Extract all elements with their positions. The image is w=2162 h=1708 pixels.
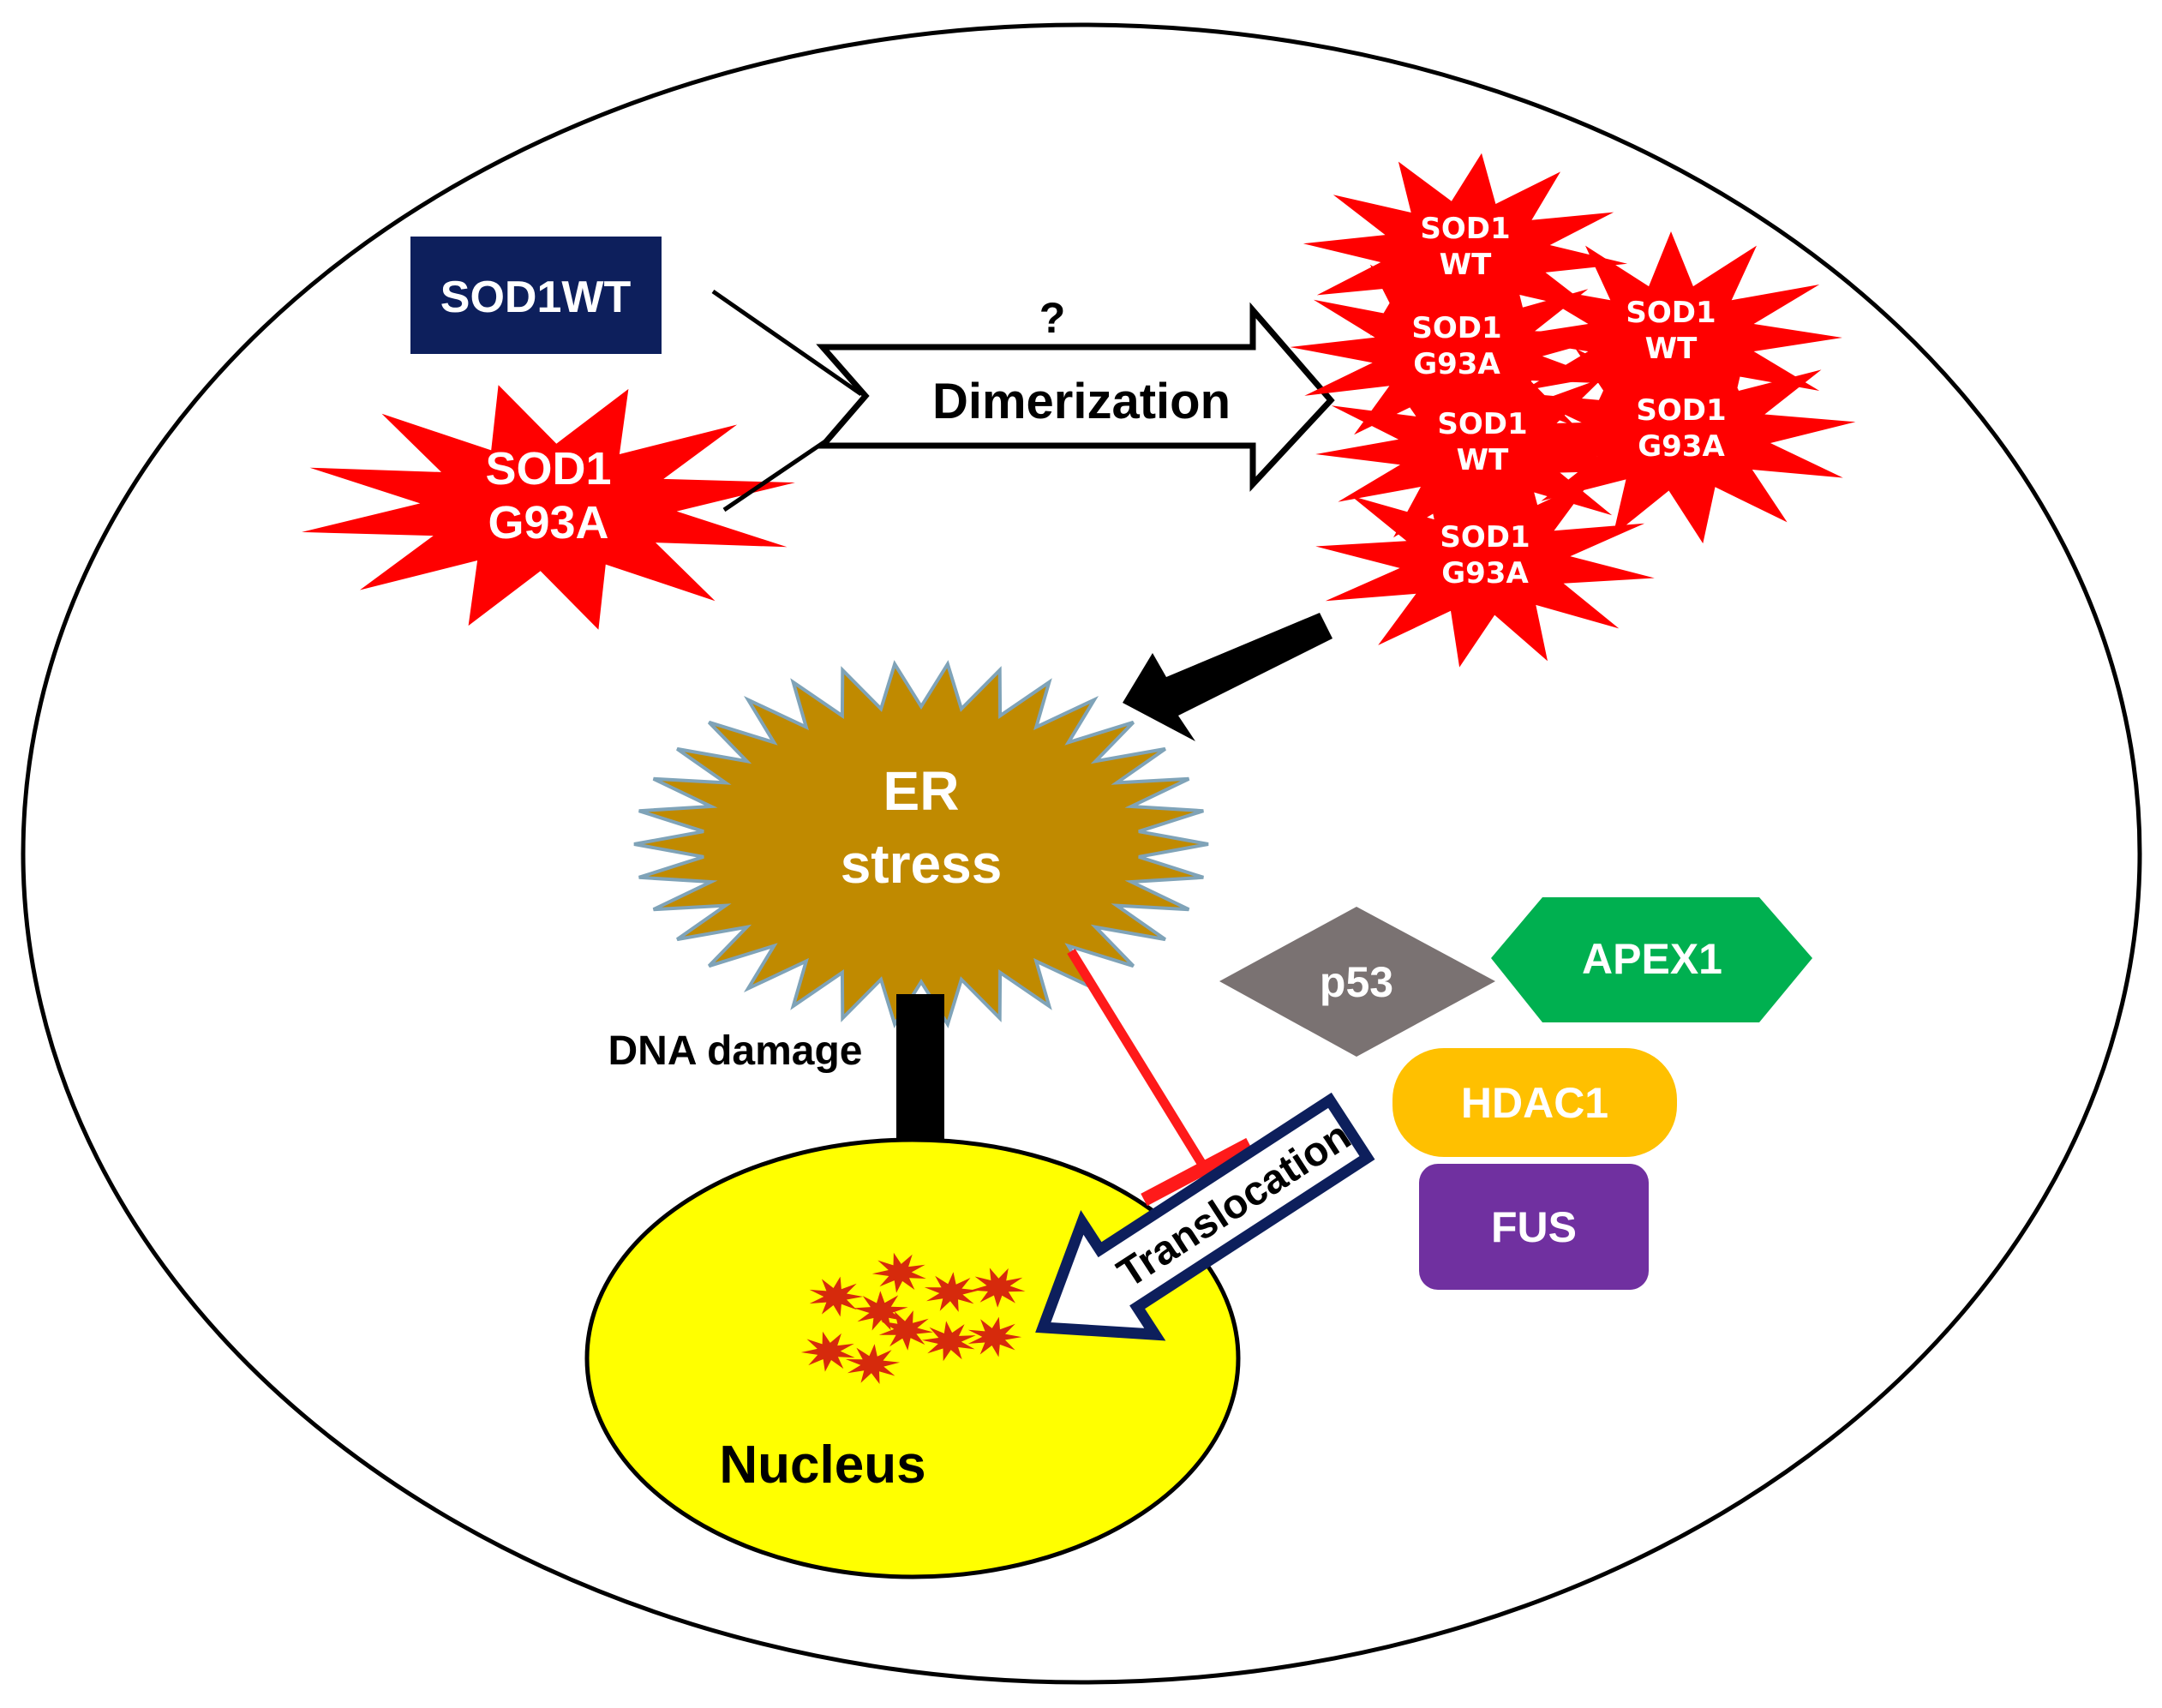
hdac1-label: HDAC1 [1461, 1079, 1608, 1127]
translocation-arrow-shape [1035, 1092, 1375, 1341]
cluster-label-1b: WT [1440, 248, 1493, 282]
cluster-label-5a: SOD1 [1636, 393, 1726, 428]
hdac1-box [1392, 1048, 1677, 1157]
cluster-label-4b: WT [1457, 443, 1510, 477]
nuclear-aggregate-7 [921, 1321, 976, 1362]
cluster-label-1a: SOD1 [1420, 212, 1510, 246]
er-stress-label-line2: stress [841, 833, 1003, 895]
fus-label: FUS [1491, 1203, 1577, 1251]
inhibition-line [1067, 949, 1208, 1170]
cluster-label-2a: SOD1 [1411, 311, 1501, 345]
nuclear-aggregate-10 [845, 1344, 901, 1384]
nuclear-aggregate-3 [924, 1272, 979, 1312]
nucleus-node: Nucleus [584, 1137, 1241, 1579]
dna-damage-label: DNA damage [608, 1028, 863, 1074]
er-stress-node: ER stress [633, 660, 1209, 1028]
cluster-star-6 [1315, 457, 1655, 668]
sod1wt-label: SOD1WT [440, 273, 632, 322]
cluster-label-2b: G93A [1413, 347, 1500, 381]
dimerization-label: Dimerization [932, 374, 1231, 429]
apex1-hexagon [1491, 897, 1812, 1022]
nucleus-label: Nucleus [719, 1435, 925, 1495]
sod1-g93a-star [302, 385, 795, 630]
apex1-label: APEX1 [1582, 935, 1722, 983]
cluster-label-3a: SOD1 [1626, 296, 1716, 330]
er-stress-label-line1: ER [883, 760, 960, 822]
arrow-aggregate-to-er [1123, 613, 1333, 741]
sod1-aggregate-cluster: SOD1 WT SOD1 G93A SOD1 WT SOD1 WT SOD1 G… [1290, 153, 1856, 668]
er-stress-starburst [633, 660, 1209, 1028]
nuclear-aggregate-4 [971, 1268, 1026, 1308]
inhibition-bar [1141, 1137, 1253, 1207]
cluster-label-4a: SOD1 [1437, 407, 1527, 441]
nuclear-aggregate-9 [800, 1331, 855, 1372]
p53-diamond [1219, 907, 1495, 1057]
inhibition-marker [1067, 949, 1253, 1207]
sod1-g93a-node: SOD1 G93A [302, 385, 795, 630]
fus-node: FUS [1419, 1164, 1649, 1290]
p53-label: p53 [1320, 958, 1393, 1006]
dimerization-arrow: Dimerization ? [816, 294, 1335, 492]
cluster-label-5b: G93A [1638, 429, 1725, 464]
nuclear-aggregate-8 [967, 1316, 1022, 1357]
converge-line-top [711, 289, 863, 397]
cluster-label-3b: WT [1645, 332, 1698, 366]
cluster-star-5 [1506, 327, 1856, 544]
sod1-g93a-label-line1: SOD1 [485, 443, 611, 494]
cluster-label-6b: G93A [1441, 556, 1529, 590]
sod1wt-box [410, 237, 662, 354]
nuclear-aggregate-5 [853, 1291, 908, 1331]
sod1-g93a-label-line2: G93A [488, 497, 608, 548]
nuclear-aggregate-1 [809, 1276, 864, 1317]
p53-node: p53 [1219, 907, 1495, 1057]
nucleus-ellipse [584, 1137, 1241, 1579]
cluster-star-3 [1500, 231, 1842, 444]
cluster-star-1 [1303, 153, 1628, 355]
nuclear-aggregate-6 [878, 1310, 933, 1351]
question-mark: ? [1039, 294, 1066, 342]
fus-box [1419, 1164, 1649, 1290]
nuclear-aggregate-2 [871, 1252, 926, 1293]
cluster-label-6a: SOD1 [1440, 520, 1530, 554]
dimerization-arrow-shape [816, 302, 1335, 492]
hdac1-node: HDAC1 [1392, 1048, 1677, 1157]
sod1wt-node: SOD1WT [410, 237, 662, 354]
apex1-node: APEX1 [1491, 897, 1812, 1022]
